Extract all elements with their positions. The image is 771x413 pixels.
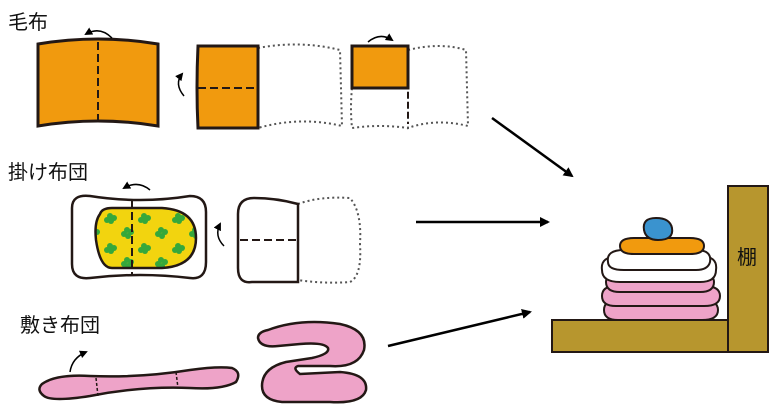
label-blanket: 毛布	[8, 10, 48, 34]
label-shelf: 棚	[737, 245, 757, 269]
blanket-step-2	[195, 43, 344, 130]
comforter-step-1	[70, 194, 208, 280]
fold-arrow-icon	[175, 72, 185, 97]
fold-arrow-icon	[84, 27, 113, 39]
blanket-step-1	[36, 37, 160, 128]
label-mattress: 敷き布団	[20, 313, 100, 337]
pillow	[642, 216, 674, 242]
fold-arrow-icon	[367, 33, 394, 43]
mattress-step-1	[38, 366, 240, 401]
folded-blanket	[618, 237, 706, 255]
label-comforter: 掛け布団	[8, 160, 88, 184]
arrow-right-icon	[387, 309, 532, 348]
mattress-step-2	[256, 320, 368, 404]
comforter-step-2	[236, 196, 362, 284]
fold-arrow-icon	[122, 181, 151, 191]
fold-arrow-icon	[69, 350, 88, 373]
bedding-stack	[600, 216, 722, 321]
blanket-step-3	[350, 44, 470, 130]
fold-arrow-icon	[213, 222, 225, 247]
arrow-right-icon	[491, 116, 574, 178]
